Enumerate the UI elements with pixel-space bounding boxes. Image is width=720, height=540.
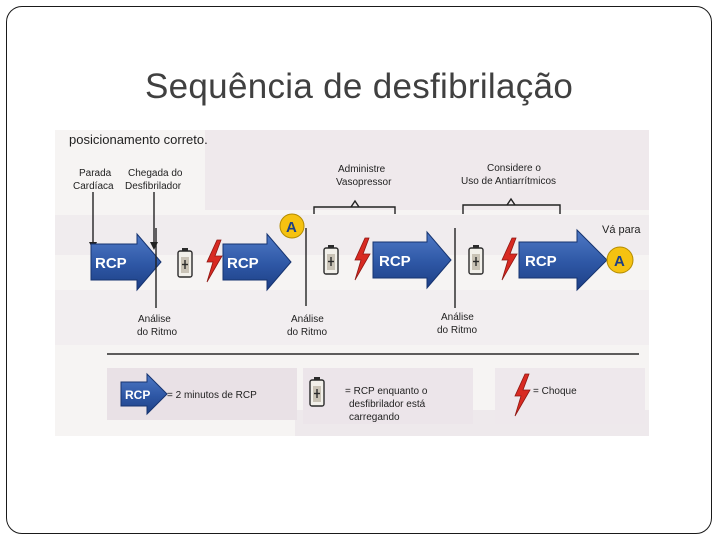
- battery-charging-icon: [468, 244, 484, 275]
- legend-shock-text: = Choque: [533, 386, 577, 397]
- battery-charging-icon: [177, 247, 193, 278]
- step-marker-a-icon: A: [279, 213, 305, 239]
- rcp-label-1: RCP: [95, 255, 127, 272]
- label-administre-2: Vasopressor: [336, 177, 392, 188]
- brace-vasopressor: [313, 206, 396, 214]
- label-chegada-1: Chegada do: [128, 168, 183, 179]
- legend-rcp-text: = 2 minutos de RCP: [167, 390, 257, 401]
- marker-a-label-1: A: [286, 219, 297, 236]
- analise-label-2b: do Ritmo: [287, 327, 327, 338]
- analise-label-2a: Análise: [291, 314, 324, 325]
- legend-battery-text-2: desfibrilador está: [349, 399, 426, 410]
- sequence-diagram: posicionamento correto. Parada Cardíaca …: [55, 130, 649, 436]
- analise-label-1b: do Ritmo: [137, 327, 177, 338]
- brace-tip-vasopressor: [350, 199, 360, 208]
- battery-charging-icon: [309, 376, 325, 407]
- analise-label-3b: do Ritmo: [437, 325, 477, 336]
- brace-antiarrhythmic: [462, 204, 561, 214]
- rcp-arrow-2: RCP: [222, 232, 292, 292]
- label-va-para: Vá para: [602, 224, 641, 236]
- step-marker-a-icon: A: [606, 246, 634, 274]
- legend-battery-box: [303, 368, 473, 424]
- analise-label-1a: Análise: [138, 314, 171, 325]
- rcp-arrow-1: RCP: [90, 232, 162, 292]
- legend-rcp-label: RCP: [125, 388, 150, 402]
- legend: RCP = 2 minutos de RCP = RCP enquanto o …: [107, 368, 645, 424]
- legend-battery-text-1: = RCP enquanto o: [345, 386, 428, 397]
- battery-charging-icon: [323, 244, 339, 275]
- legend-battery-text-3: carregando: [349, 412, 400, 423]
- brace-tip-antiarrhythmic: [506, 197, 516, 206]
- rcp-arrow-4: RCP: [518, 228, 608, 292]
- legend-rcp-arrow-icon: RCP: [120, 372, 168, 416]
- label-considere-2: Uso de Antiarrítmicos: [461, 176, 556, 187]
- rcp-arrow-3: RCP: [372, 230, 452, 290]
- rcp-label-4: RCP: [525, 253, 557, 270]
- defibrillation-sequence-figure: posicionamento correto. Parada Cardíaca …: [55, 130, 649, 436]
- marker-a-label-2: A: [614, 253, 625, 270]
- slide-frame: Sequência de desfibrilação: [6, 6, 712, 534]
- rcp-label-2: RCP: [227, 255, 259, 272]
- rcp-label-3: RCP: [379, 253, 411, 270]
- label-considere-1: Considere o: [487, 163, 541, 174]
- slide-title: Sequência de desfibrilação: [145, 67, 574, 106]
- label-parada-2: Cardíaca: [73, 181, 114, 192]
- label-administre-1: Administre: [338, 164, 386, 175]
- analise-label-3a: Análise: [441, 312, 474, 323]
- label-parada-1: Parada: [79, 168, 112, 179]
- label-chegada-2: Desfibrilador: [125, 181, 182, 192]
- top-text: posicionamento correto.: [69, 132, 208, 147]
